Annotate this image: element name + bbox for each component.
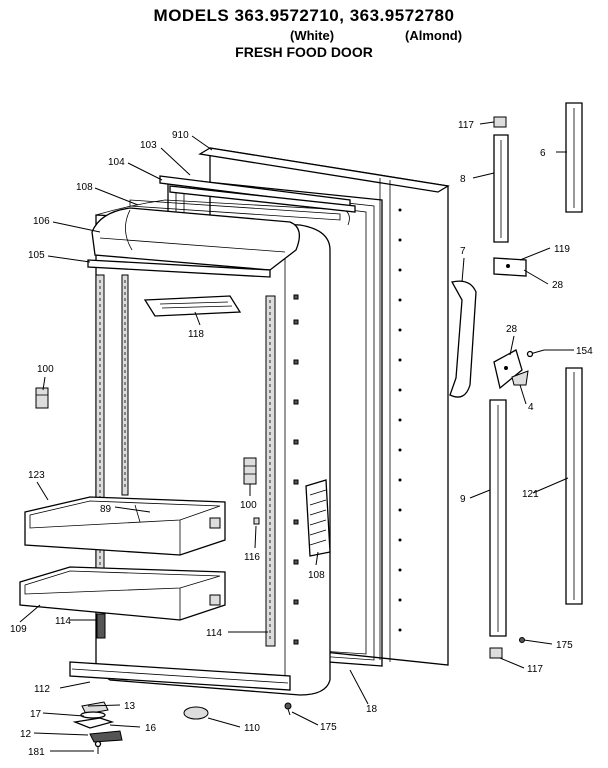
handle-trim-cap-top bbox=[493, 116, 507, 128]
color-almond-label: (Almond) bbox=[405, 28, 463, 43]
callout-104: 104 bbox=[108, 157, 125, 168]
callout-123: 123 bbox=[28, 470, 45, 481]
callout-16: 16 bbox=[145, 723, 157, 734]
callout-28-upper: 28 bbox=[552, 280, 564, 291]
callout-103: 103 bbox=[140, 140, 157, 151]
top-breaker-trim bbox=[129, 175, 356, 221]
callout-175-right: 175 bbox=[556, 640, 573, 651]
callout-108-top: 108 bbox=[76, 182, 93, 193]
callout-12: 12 bbox=[20, 729, 32, 740]
callout-114-left: 114 bbox=[55, 616, 71, 627]
dairy-compartment-door bbox=[91, 207, 301, 271]
callout-116: 116 bbox=[244, 552, 260, 563]
right-shelf-rail bbox=[265, 295, 276, 647]
callout-154: 154 bbox=[576, 346, 593, 357]
callout-118: 118 bbox=[188, 329, 204, 340]
callout-100-right: 100 bbox=[240, 500, 257, 511]
spring-clip bbox=[253, 517, 260, 525]
lower-door-shelf bbox=[19, 566, 226, 621]
callout-105: 105 bbox=[28, 250, 45, 261]
screw-right bbox=[519, 637, 525, 643]
callout-119: 119 bbox=[554, 244, 570, 255]
callout-110: 110 bbox=[244, 723, 260, 734]
callout-112: 112 bbox=[34, 684, 50, 695]
mounting-screw bbox=[284, 702, 292, 716]
hinge-hardware-set bbox=[72, 701, 123, 754]
handle-screw bbox=[526, 349, 545, 358]
callout-109: 109 bbox=[10, 624, 27, 635]
trim-strip-lower bbox=[489, 399, 507, 637]
side-retainer bbox=[305, 479, 331, 557]
models-title: MODELS 363.9572710, 363.9572780 bbox=[153, 6, 455, 25]
liner-side-holes bbox=[293, 294, 299, 645]
leader-lines bbox=[19, 121, 574, 752]
hinge-cap bbox=[183, 706, 209, 720]
dairy-trim-strip bbox=[87, 259, 271, 278]
callout-4: 4 bbox=[528, 402, 534, 413]
handle-trim-strip bbox=[565, 102, 583, 213]
shelf-clip bbox=[96, 613, 106, 639]
callout-121: 121 bbox=[522, 489, 539, 500]
handle-bracket-upper bbox=[493, 257, 527, 277]
callout-181: 181 bbox=[28, 747, 45, 758]
section-title: FRESH FOOD DOOR bbox=[235, 44, 373, 60]
shelf-retainer-clip-right bbox=[243, 457, 257, 485]
callout-28-lower: 28 bbox=[506, 324, 518, 335]
door-handle bbox=[449, 280, 477, 398]
callout-114-right: 114 bbox=[206, 628, 222, 639]
callout-7: 7 bbox=[460, 246, 466, 257]
trim-strip-upper bbox=[493, 134, 509, 243]
screw-cover bbox=[511, 370, 529, 386]
callout-6: 6 bbox=[540, 148, 546, 159]
diagram-header: MODELS 363.9572710, 363.9572780 (White) … bbox=[0, 6, 608, 60]
callout-106: 106 bbox=[33, 216, 50, 227]
callout-117-top: 117 bbox=[458, 120, 474, 131]
shelf-retainer-clip-left bbox=[35, 387, 49, 409]
callout-17: 17 bbox=[30, 709, 42, 720]
callout-labels: 910 103 104 108 106 105 118 100 123 89 1… bbox=[10, 120, 593, 758]
handle-bracket-lower bbox=[493, 349, 523, 390]
center-shelf-rail bbox=[121, 274, 129, 496]
callout-13: 13 bbox=[124, 701, 136, 712]
callout-18: 18 bbox=[366, 704, 378, 715]
dairy-shelf bbox=[143, 295, 242, 317]
upper-door-shelf bbox=[24, 496, 226, 556]
callout-175-bottom: 175 bbox=[320, 722, 337, 733]
callout-910: 910 bbox=[172, 130, 189, 141]
handle-trim-strip-lower bbox=[565, 367, 583, 605]
callout-9: 9 bbox=[460, 494, 466, 505]
callout-8: 8 bbox=[460, 174, 466, 185]
panel-screw-holes bbox=[398, 208, 402, 632]
callout-117-bottom: 117 bbox=[527, 664, 543, 675]
callout-108-side: 108 bbox=[308, 570, 325, 581]
callout-89: 89 bbox=[100, 504, 112, 515]
bottom-trim bbox=[69, 661, 291, 691]
handle-trim-cap-bottom bbox=[489, 647, 503, 659]
color-white-label: (White) bbox=[290, 28, 335, 43]
callout-100-left: 100 bbox=[37, 364, 54, 375]
